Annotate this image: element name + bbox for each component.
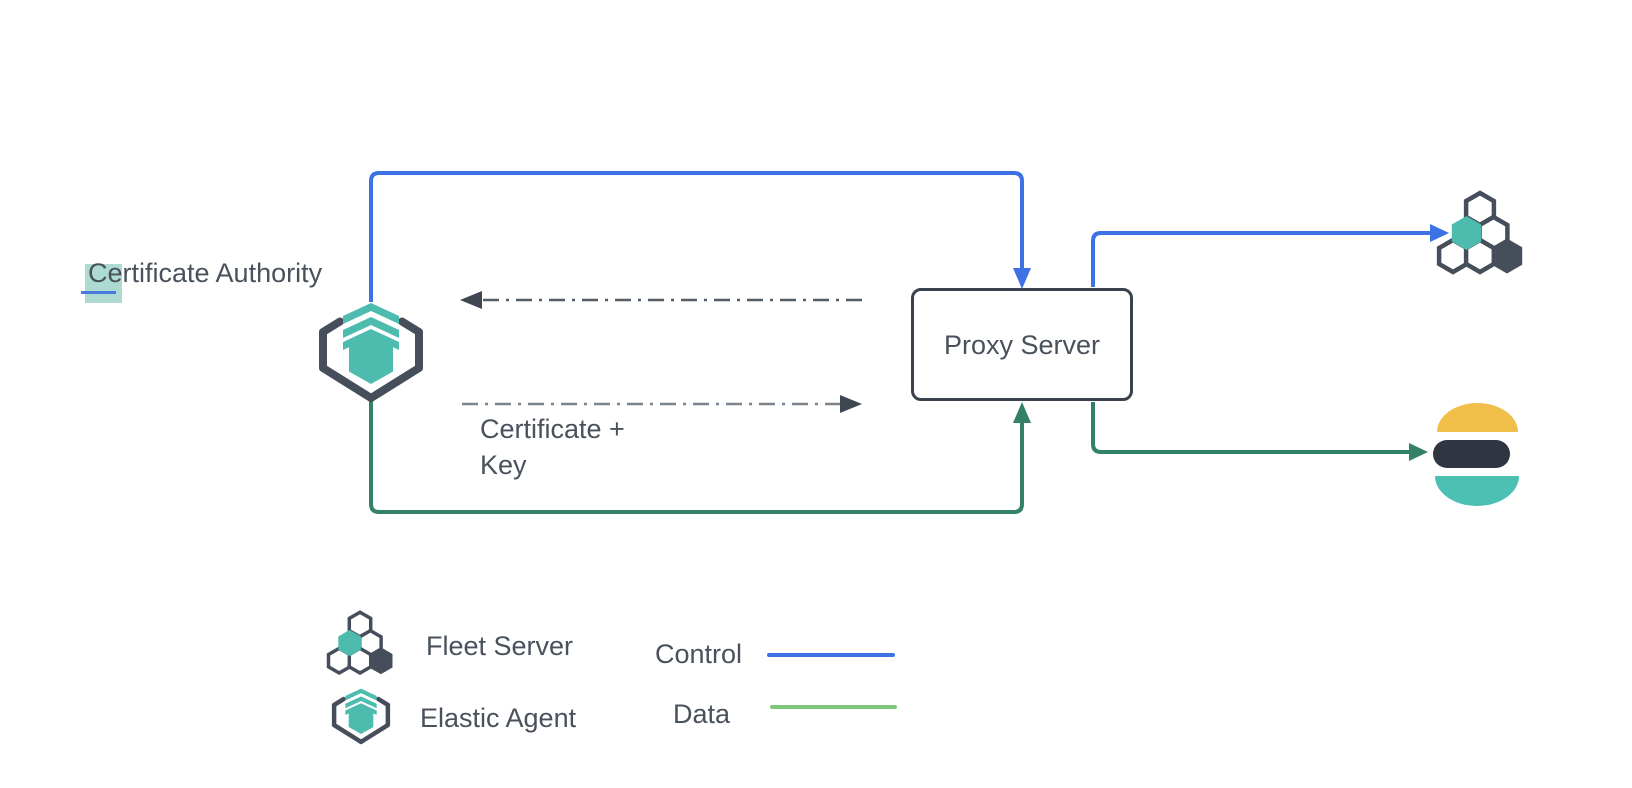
arrowhead-right — [840, 395, 862, 413]
elasticsearch-logo[interactable] — [1433, 403, 1519, 506]
elasticsearch-logo-top — [1437, 403, 1518, 432]
legend-control-line-sample — [767, 653, 895, 657]
proxy-server-label: Proxy Server — [943, 329, 1101, 360]
legend-elastic-agent-icon — [334, 689, 388, 742]
legend-control-label: Control — [655, 639, 743, 669]
legend-data-line-sample — [770, 705, 897, 709]
connector-dashed-agent-to-proxy[interactable] — [462, 395, 862, 413]
arrowhead-down — [1013, 268, 1031, 289]
connector-data-agent-to-proxy[interactable] — [369, 398, 1031, 514]
elasticsearch-logo-middle — [1433, 440, 1510, 468]
legend-fleet-server-label: Fleet Server — [426, 631, 574, 661]
arrowhead-up — [1013, 402, 1031, 423]
text-cursor-underline — [81, 291, 116, 294]
connector-dashed-proxy-to-agent[interactable] — [460, 291, 862, 309]
arrowhead-right — [1409, 443, 1428, 461]
elasticsearch-logo-bottom — [1435, 476, 1519, 506]
text-selection-highlight — [85, 264, 122, 303]
proxy-server-node[interactable]: Proxy Server — [911, 288, 1133, 401]
connector-control-proxy-to-fleet[interactable] — [1091, 224, 1449, 287]
legend-fleet-server-icon — [326, 610, 395, 676]
connector-data-proxy-to-elasticsearch[interactable] — [1091, 402, 1428, 461]
legend-elastic-agent-label: Elastic Agent — [420, 703, 577, 733]
arrowhead-right — [1430, 224, 1449, 242]
connector-control-agent-to-proxy[interactable] — [369, 171, 1031, 302]
elastic-agent-icon[interactable] — [323, 303, 419, 398]
arrowhead-left — [460, 291, 482, 309]
certificate-key-label[interactable]: Certificate + Key — [480, 414, 625, 480]
fleet-server-icon[interactable] — [1439, 193, 1522, 274]
legend-data-label: Data — [673, 699, 731, 729]
certificate-authority-label[interactable]: Certificate Authority — [88, 258, 323, 288]
